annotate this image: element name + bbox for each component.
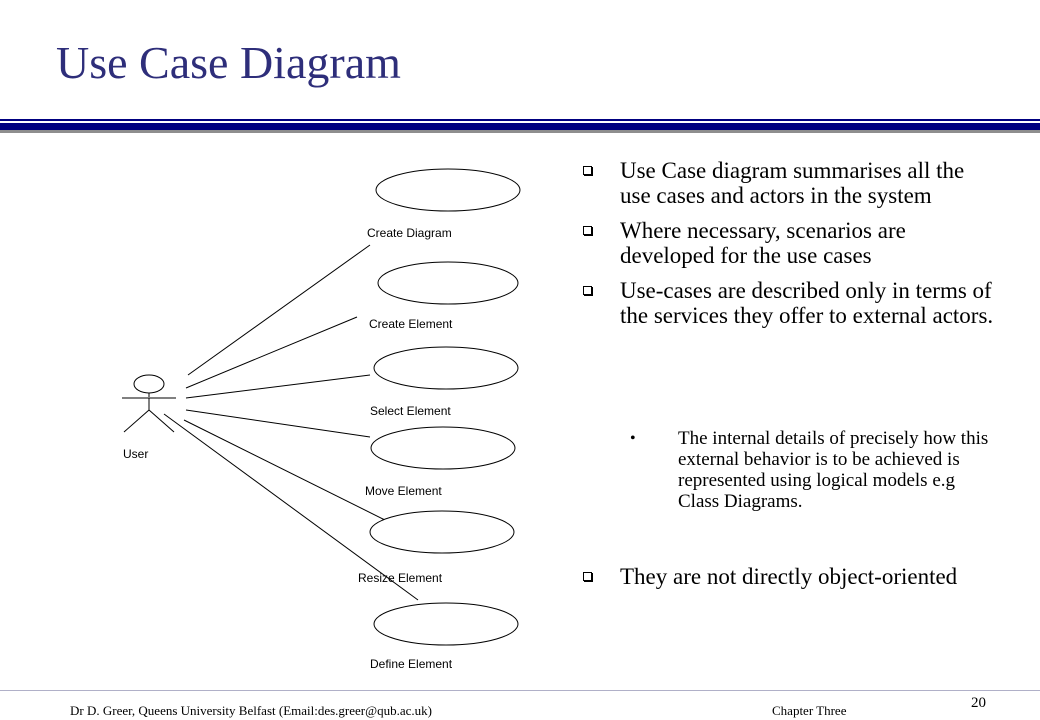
- title-rule-thick: [0, 123, 1040, 130]
- association-select-element: [185, 374, 371, 399]
- use-case-label: Resize Element: [358, 571, 443, 585]
- associations: [163, 244, 419, 601]
- bullet-text: Where necessary, scenarios are developed…: [620, 218, 906, 268]
- sub-bullet-text: The internal details of precisely how th…: [678, 428, 989, 512]
- actor-label: User: [123, 447, 148, 461]
- use-case-define-element: [373, 602, 519, 646]
- last-bullet-block: They are not directly object-oriented: [578, 564, 998, 599]
- dot-bullet-icon: •: [630, 430, 636, 447]
- use-case-label: Create Diagram: [367, 226, 452, 240]
- footer-chapter: Chapter Three: [772, 703, 847, 718]
- use-case-create-diagram: [375, 168, 521, 212]
- bullet-text: Use-cases are described only in terms of…: [620, 278, 994, 328]
- bullet-item: Use-cases are described only in terms of…: [578, 278, 998, 328]
- use-case-label: Move Element: [365, 484, 442, 498]
- slide-title: Use Case Diagram: [56, 37, 401, 88]
- title-rule-thin: [0, 119, 1040, 121]
- bullet-text: They are not directly object-oriented: [620, 564, 958, 589]
- actor-user: [122, 374, 176, 433]
- association-resize-element: [183, 419, 386, 521]
- bullet-item: They are not directly object-oriented: [578, 564, 998, 589]
- square-bullet-icon: [583, 572, 592, 581]
- association-create-diagram: [187, 244, 371, 376]
- square-bullet-icon: [583, 226, 592, 235]
- sub-bullet-block: • The internal details of precisely how …: [578, 418, 998, 522]
- bullet-text: Use Case diagram summarises all the use …: [620, 158, 965, 208]
- footer-author: Dr D. Greer, Queens University Belfast (…: [70, 703, 432, 718]
- association-create-element: [185, 316, 358, 389]
- association-define-element: [163, 413, 419, 601]
- association-move-element: [185, 409, 371, 438]
- use-case-create-element: [377, 261, 519, 305]
- use-case-resize-element: [369, 510, 515, 554]
- actor-head: [133, 374, 165, 394]
- use-case-label: Create Element: [369, 317, 453, 331]
- use-case-select-element: [373, 346, 519, 390]
- bullet-item: Where necessary, scenarios are developed…: [578, 218, 998, 268]
- square-bullet-icon: [583, 166, 592, 175]
- sub-bullet-item: • The internal details of precisely how …: [578, 428, 998, 512]
- bullet-list: Use Case diagram summarises all the use …: [578, 158, 998, 338]
- title-rule-shadow: [0, 130, 1040, 133]
- actor-right-leg: [148, 409, 175, 433]
- square-bullet-icon: [583, 286, 592, 295]
- bullet-item: Use Case diagram summarises all the use …: [578, 158, 998, 208]
- use-case-label: Define Element: [370, 657, 453, 671]
- use-case-move-element: [370, 426, 516, 470]
- use-case-label: Select Element: [370, 404, 451, 418]
- actor-left-leg: [123, 409, 150, 433]
- page-number: 20: [971, 695, 986, 711]
- footer-rule: [0, 690, 1040, 691]
